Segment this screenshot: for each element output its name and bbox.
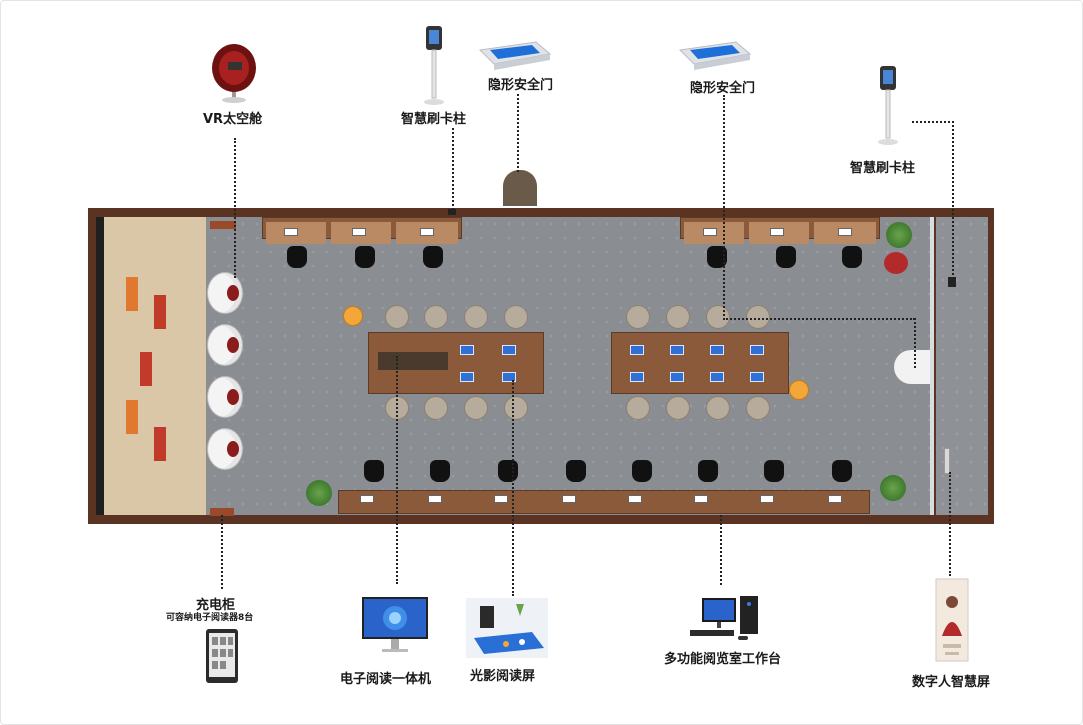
vr-zone — [96, 217, 206, 515]
label-reading-workstation: 多功能阅览室工作台 — [664, 652, 782, 667]
round-desk — [894, 350, 930, 384]
tablet-icon — [206, 629, 238, 683]
chair — [707, 246, 727, 268]
plant — [880, 475, 906, 501]
chair — [566, 460, 586, 482]
label-security-gate-right: 隐形安全门 — [690, 81, 756, 96]
leader-light-screen — [512, 380, 514, 596]
leader-digital-human — [949, 472, 951, 576]
entrance-door — [503, 170, 537, 206]
chair — [364, 460, 384, 482]
chair — [832, 460, 852, 482]
reading-table-right — [611, 332, 789, 394]
label-charging-note: 可容纳电子阅读器8台 — [166, 613, 254, 623]
digital-poster-icon — [935, 578, 969, 662]
label-card-pillar-right: 智慧刷卡柱 — [850, 161, 916, 176]
monitor-icon — [362, 597, 428, 652]
vr-pod — [207, 376, 243, 418]
chair — [698, 460, 718, 482]
leader-ereader — [396, 356, 398, 584]
label-security-gate-left: 隐形安全门 — [488, 78, 554, 93]
card-pillar-icon — [878, 66, 898, 145]
orange-stool — [789, 380, 809, 400]
leader-gate-right — [723, 95, 725, 320]
vr-pod — [207, 272, 243, 314]
label-charging-cabinet: 充电柜 — [196, 598, 236, 613]
label-digital-human-screen: 数字人智慧屏 — [912, 675, 991, 690]
chair — [842, 246, 862, 268]
chair — [632, 460, 652, 482]
label-e-reader-kiosk: 电子阅读一体机 — [340, 672, 432, 687]
digital-screen-marker — [944, 448, 950, 474]
charging-cabinet — [210, 508, 234, 516]
glass-partition — [930, 217, 934, 515]
vr-pod — [207, 324, 243, 366]
card-pillar-marker — [948, 277, 956, 287]
leader-card-right — [912, 121, 954, 123]
label-card-pillar-left: 智慧刷卡柱 — [401, 112, 467, 127]
plant — [306, 480, 332, 506]
chair — [287, 246, 307, 268]
leader-charging — [221, 515, 223, 589]
leader-workstation — [720, 515, 722, 585]
chair — [355, 246, 375, 268]
security-gate-icon — [478, 41, 552, 70]
chair — [430, 460, 450, 482]
leader-gate-left — [517, 94, 519, 172]
plant — [886, 222, 912, 248]
leader-vr — [234, 138, 236, 278]
chair — [776, 246, 796, 268]
chair — [764, 460, 784, 482]
red-stool — [884, 252, 908, 274]
projector-icon — [466, 598, 548, 658]
chair — [423, 246, 443, 268]
security-gate-icon — [678, 41, 752, 70]
chair — [498, 460, 518, 482]
label-light-reading-screen: 光影阅读屏 — [470, 669, 536, 684]
leader-card-left — [452, 128, 454, 210]
desktop-pc-icon — [690, 596, 758, 640]
vr-pod — [207, 428, 243, 470]
vr-pod-icon — [212, 44, 256, 103]
label-vr-pod: VR太空舱 — [203, 112, 263, 127]
orange-stool — [343, 306, 363, 326]
card-pillar-icon — [424, 26, 444, 105]
desk-row-bottom — [338, 490, 870, 514]
